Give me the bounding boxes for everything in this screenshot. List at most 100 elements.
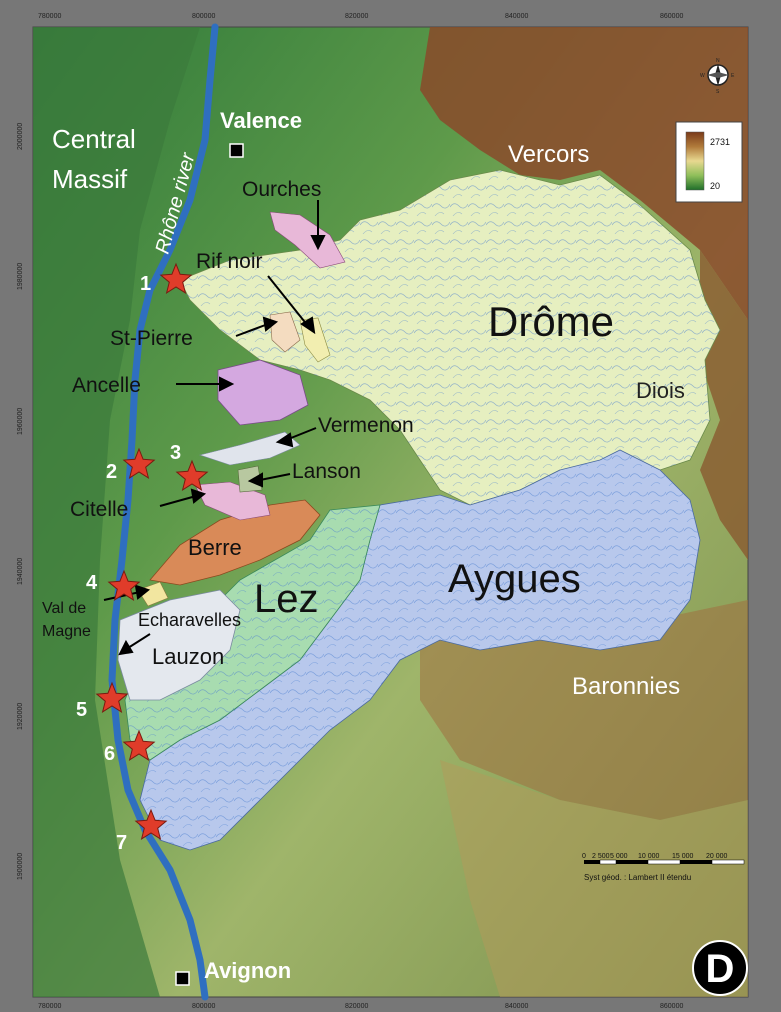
left-axis-label: 1900000: [17, 853, 24, 880]
vermenon-basin: [198, 431, 301, 466]
scale-tick: 5 000: [610, 853, 628, 860]
southeast-relief: [440, 760, 748, 997]
compass-e: E: [731, 73, 735, 79]
bottom-axis-label: 800000: [192, 1003, 215, 1010]
station-number: 4: [86, 572, 98, 594]
st-pierre-arrow: [235, 323, 269, 337]
lez-label: Lez: [254, 577, 319, 621]
st-pierre-label: St-Pierre: [110, 327, 193, 350]
scale-tick: 15 000: [672, 853, 694, 860]
ourches-label: Ourches: [242, 178, 321, 201]
citelle-basin: [194, 481, 271, 521]
left-axis-label: 2000000: [17, 123, 24, 150]
lez-streams: [125, 505, 380, 760]
compass-s: S: [716, 89, 720, 95]
rif-noir-label: Rif noir: [196, 250, 263, 273]
left-axis-label: 1960000: [17, 408, 24, 435]
ancelle-basin: [217, 359, 309, 426]
scale-tick: 20 000: [706, 853, 728, 860]
central-massif-label: Central Massif: [52, 124, 136, 194]
vercors-relief: [420, 27, 748, 320]
scale-bar: 0 2 500 5 000 10 000 15 000 20 000 Syst …: [582, 853, 745, 882]
lanson-basin: [237, 465, 263, 493]
avignon-label: Avignon: [204, 958, 291, 983]
panel-letter-badge: D: [692, 940, 748, 996]
scale-tick: 0: [582, 853, 586, 860]
vermenon-arrowhead: [275, 432, 294, 448]
station-star-icon: [159, 262, 193, 294]
compass-needle-ew: [707, 72, 729, 78]
station-number: 7: [116, 832, 127, 854]
val-de-magne-label-line1: Val de: [42, 600, 86, 617]
elevation-legend: 2731 20: [675, 121, 743, 203]
aygues-label: Aygues: [448, 557, 581, 601]
ancelle-label: Ancelle: [72, 374, 141, 397]
valence-label: Valence: [220, 108, 302, 133]
scale-bar-segment: [599, 859, 617, 865]
top-axis-label: 820000: [345, 13, 368, 20]
echaravelles-arrowhead: [118, 639, 134, 656]
station-number: 2: [106, 461, 117, 483]
citelle-label: Citelle: [70, 498, 128, 521]
baronnies-label: Baronnies: [572, 673, 680, 700]
lanson-arrowhead: [247, 472, 263, 488]
vercors-label: Vercors: [508, 141, 589, 168]
lanson-label: Lanson: [292, 460, 361, 483]
station-number: 6: [104, 743, 115, 765]
bottom-axis-label: 840000: [505, 1003, 528, 1010]
ancelle-arrowhead: [219, 376, 235, 392]
station-number: 5: [76, 699, 87, 721]
citelle-arrow: [159, 495, 197, 507]
val-de-magne-arrow: [103, 591, 141, 601]
top-axis-label: 840000: [505, 13, 528, 20]
leader-arrows: [103, 200, 326, 656]
berre-label: Berre: [188, 535, 242, 560]
drome-label: Drôme: [488, 298, 614, 345]
rif-noir-arrow: [267, 275, 309, 327]
bottom-axis-label: 860000: [660, 1003, 683, 1010]
citelle-arrowhead: [190, 488, 207, 504]
top-axis-label: 860000: [660, 13, 683, 20]
station-star-icon: [122, 729, 156, 761]
bottom-axis: 780000 800000 820000 840000 860000: [38, 1003, 683, 1010]
ourches-arrowhead: [310, 235, 326, 251]
val-de-magne-arrowhead: [134, 584, 151, 600]
scale-bar-segment: [711, 859, 745, 865]
left-axis-label: 1980000: [17, 263, 24, 290]
scale-bar-segment: [647, 859, 681, 865]
vermenon-label: Vermenon: [318, 414, 414, 437]
station-star-icon: [134, 808, 168, 840]
scale-tick: 10 000: [638, 853, 660, 860]
lauzon-basin: [117, 589, 241, 701]
rif-noir-basin: [299, 317, 331, 363]
legend-color-ramp: [685, 131, 705, 191]
station-star-icon: [175, 459, 209, 491]
station-number: 1: [140, 273, 151, 295]
lauzon-label: Lauzon: [152, 644, 224, 669]
scale-bar-segment: [584, 860, 600, 864]
echaravelles-arrow: [127, 633, 151, 649]
top-axis: 780000 800000 820000 840000 860000: [38, 13, 683, 20]
diois-label: Diois: [636, 378, 685, 403]
central-massif-relief: [33, 27, 200, 997]
rif-noir-arrowhead: [300, 316, 316, 335]
station-star-icon: [95, 681, 129, 713]
compass-rose-icon: N S E W: [700, 58, 735, 95]
left-axis: 2000000 1980000 1960000 1940000 1920000 …: [17, 123, 24, 880]
berre-basin: [149, 499, 321, 586]
scale-bar-segment: [680, 860, 712, 864]
aygues-streams: [140, 450, 700, 850]
central-massif-line2: Massif: [52, 164, 128, 194]
compass-w: W: [700, 73, 705, 79]
scale-bar-segment: [616, 860, 648, 864]
legend-min: 20: [710, 181, 720, 191]
compass-n: N: [716, 58, 720, 64]
top-axis-label: 800000: [192, 13, 215, 20]
valence-marker: [229, 143, 244, 158]
top-axis-label: 780000: [38, 13, 61, 20]
central-massif-line1: Central: [52, 124, 136, 154]
st-pierre-arrowhead: [262, 316, 279, 332]
station-star-icon: [122, 447, 156, 479]
